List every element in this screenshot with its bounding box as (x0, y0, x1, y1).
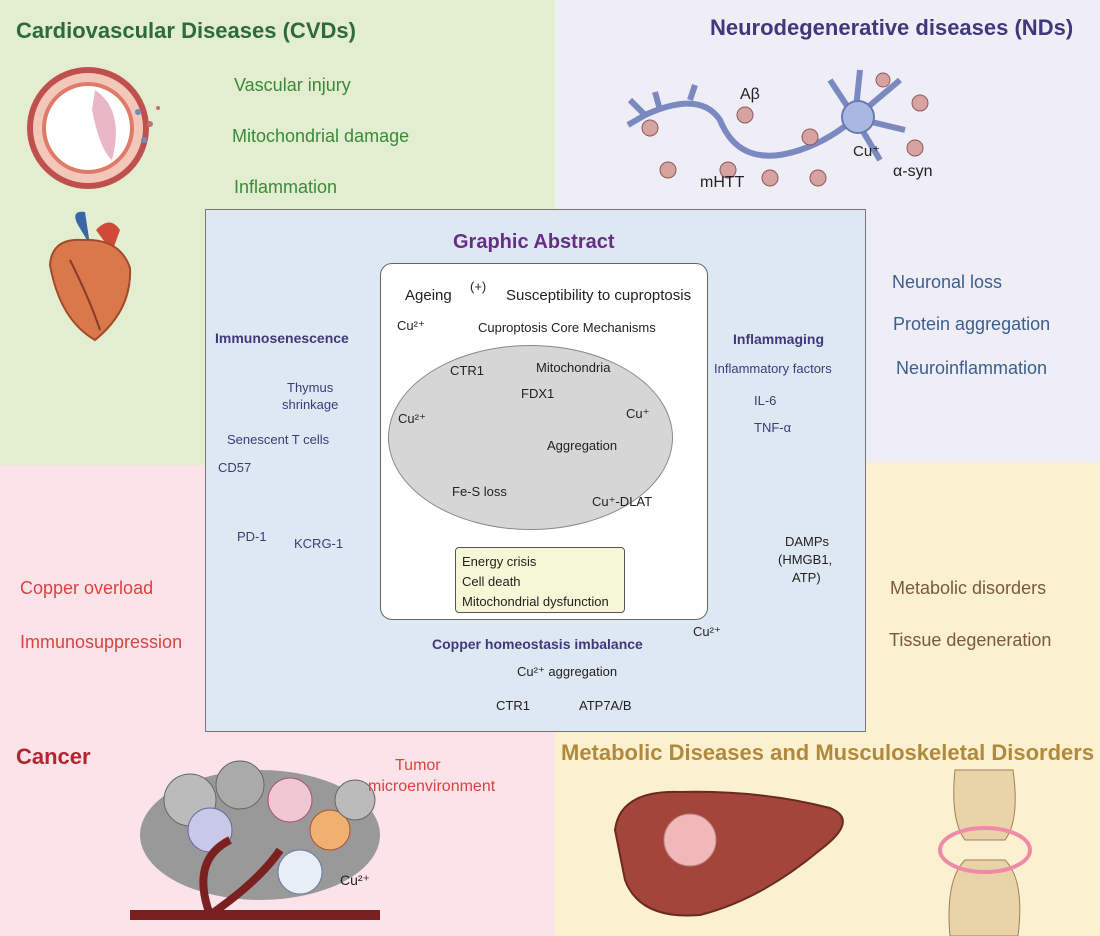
cvd-title: Cardiovascular Diseases (CVDs) (16, 18, 356, 43)
tumor-label: Tumor (395, 757, 441, 774)
susceptibility-label: Susceptibility to cuproptosis (506, 287, 692, 304)
cu2-label: Cu²⁺ (397, 318, 425, 333)
cu2-inner-label: Cu²⁺ (398, 411, 426, 426)
metabolic-title: Metabolic Diseases and Musculoskeletal D… (561, 740, 1095, 765)
center-title: Graphic Abstract (453, 231, 615, 253)
kcrg1-label: KCRG-1 (294, 536, 344, 551)
inflamm-cu-label: Cu²⁺ (693, 624, 721, 639)
fdx1-label: FDX1 (521, 386, 555, 401)
neuron-soma (841, 100, 875, 134)
mhtt-label: mHTT (700, 174, 745, 191)
senescent-label: Senescent T cells (227, 432, 330, 447)
factors-label: Inflammatory factors (714, 361, 832, 376)
cancer-title: Cancer (16, 744, 91, 769)
ctr1-bottom-label: CTR1 (496, 698, 530, 713)
thymus-label: Thymus (287, 380, 334, 395)
atp-label: ATP) (792, 570, 821, 585)
pd1-label: PD-1 (237, 529, 267, 544)
cu-label: Cu⁺ (853, 143, 881, 160)
aggregation-label: Aggregation (547, 438, 618, 453)
homeostasis-label: Copper homeostasis imbalance (432, 636, 643, 652)
cd57-label: CD57 (218, 460, 252, 475)
hmgb1-label: (HMGB1, (778, 552, 833, 567)
liver-illustration (613, 790, 844, 917)
abeta-label: Aβ (740, 86, 760, 103)
cancer-cu-label: Cu²⁺ (340, 872, 370, 888)
cancer-item: Copper overload (20, 578, 154, 598)
crisis-item: Cell death (462, 574, 521, 589)
ctr1-label: CTR1 (450, 363, 484, 378)
nd-item: Neuroinflammation (896, 358, 1048, 378)
cvd-item: Vascular injury (234, 75, 351, 95)
inflamm-title: Inflammaging (733, 331, 825, 347)
meta-item: Metabolic disorders (890, 578, 1047, 598)
outcomes-box (455, 547, 625, 613)
cvd-item: Mitochondrial damage (232, 126, 410, 146)
plus-label: (+) (470, 279, 487, 294)
fes-loss-label: Fe-S loss (452, 484, 507, 499)
heart-illustration (48, 211, 132, 342)
immuno-title: Immunosenescence (215, 330, 349, 346)
nd-item: Neuronal loss (892, 272, 1003, 292)
aggregate-dots (641, 72, 929, 187)
crisis-item: Mitochondrial dysfunction (462, 594, 609, 609)
core-title: Cuproptosis Core Mechanisms (478, 320, 656, 335)
tumor-illustration (130, 760, 380, 920)
il6-label: IL-6 (754, 393, 777, 408)
joint-illustration (938, 769, 1032, 936)
cu-plus-label: Cu⁺ (626, 406, 650, 421)
nd-title: Neurodegenerative diseases (NDs) (710, 15, 1074, 40)
crisis-item: Energy crisis (462, 554, 537, 569)
shrinkage-label: shrinkage (282, 397, 339, 412)
atp7-label: ATP7A/B (579, 698, 632, 713)
microenvironment-label: microenvironment (368, 778, 496, 795)
meta-item: Tissue degeneration (889, 630, 1052, 650)
cu-dlat-label: Cu⁺-DLAT (592, 494, 653, 509)
cancer-item: Immunosuppression (20, 632, 183, 652)
asyn-label: α-syn (893, 163, 933, 180)
cvd-item: Inflammation (234, 177, 338, 197)
mitochondria-label: Mitochondria (536, 360, 611, 375)
tnf-label: TNF-α (754, 420, 792, 435)
mitochondria-oval (388, 345, 673, 530)
vessel-illustration (27, 67, 160, 189)
ageing-label: Ageing (405, 287, 452, 304)
nd-item: Protein aggregation (893, 314, 1051, 334)
neuron-illustration (626, 69, 906, 162)
cu-aggregation-label: Cu²⁺ aggregation (517, 664, 618, 679)
damps-label: DAMPs (785, 534, 830, 549)
